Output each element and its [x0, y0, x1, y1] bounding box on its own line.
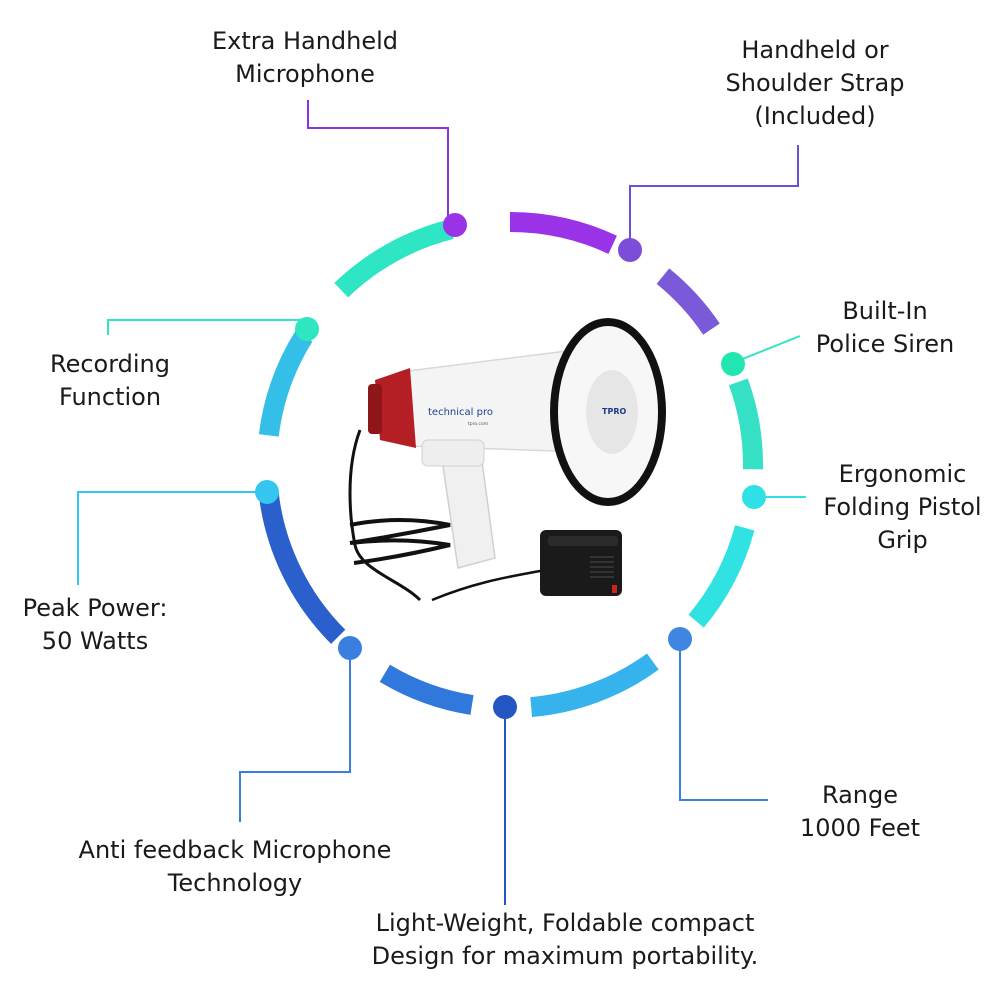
label-pistol-grip: Ergonomic Folding Pistol Grip — [823, 460, 982, 554]
coil-loops — [349, 518, 451, 565]
label-anti-feedback: Anti feedback Microphone Technology — [78, 836, 392, 897]
ring-segment — [258, 493, 346, 644]
dot-record — [295, 317, 319, 341]
ring-segment — [728, 378, 763, 470]
connector-antifb — [239, 650, 351, 822]
connector-lines — [77, 100, 806, 905]
connector-range — [679, 640, 768, 801]
connector-peak — [77, 491, 268, 585]
connector-siren — [734, 335, 801, 363]
ring-segment — [379, 664, 474, 715]
label-police-siren: Built-In Police Siren — [815, 297, 955, 358]
dot-antifb — [338, 636, 362, 660]
brand-logo: technical pro — [428, 407, 493, 418]
label-peak-power: Peak Power: 50 Watts — [22, 594, 168, 655]
label-shoulder-strap: Handheld or Shoulder Strap (Included) — [725, 36, 905, 130]
connector-record — [107, 319, 309, 335]
dot-mic — [443, 213, 467, 237]
ring-segment — [509, 212, 617, 254]
label-light-weight: Light-Weight, Foldable compact Design fo… — [371, 909, 759, 970]
dot-siren — [721, 352, 745, 376]
ring-segment — [530, 653, 659, 718]
megaphone-illustration: TPRO technical pro tpro.com — [348, 318, 666, 602]
handheld-mic-box — [540, 530, 622, 596]
ring-segment — [334, 219, 454, 298]
label-recording-function: Recording Function — [49, 350, 171, 411]
feature-dots — [255, 213, 766, 719]
label-extra-handheld-microphone: Extra Handheld Microphone — [211, 27, 399, 88]
tpro-badge: TPRO — [602, 407, 626, 416]
ring-segment — [258, 330, 313, 437]
label-range: Range 1000 Feet — [799, 781, 921, 842]
cord-to-box — [431, 568, 546, 602]
connector-strap — [629, 145, 799, 250]
ring-segment — [688, 525, 755, 628]
red-back-cap — [375, 368, 416, 448]
connector-mic — [307, 100, 449, 222]
ring-segment — [656, 268, 720, 335]
segmented-ring — [258, 212, 763, 718]
dot-light — [493, 695, 517, 719]
dot-grip — [742, 485, 766, 509]
dot-peak — [255, 480, 279, 504]
dot-strap — [618, 238, 642, 262]
brand-url: tpro.com — [468, 421, 488, 427]
dot-range — [668, 627, 692, 651]
coiled-cord — [348, 429, 422, 602]
